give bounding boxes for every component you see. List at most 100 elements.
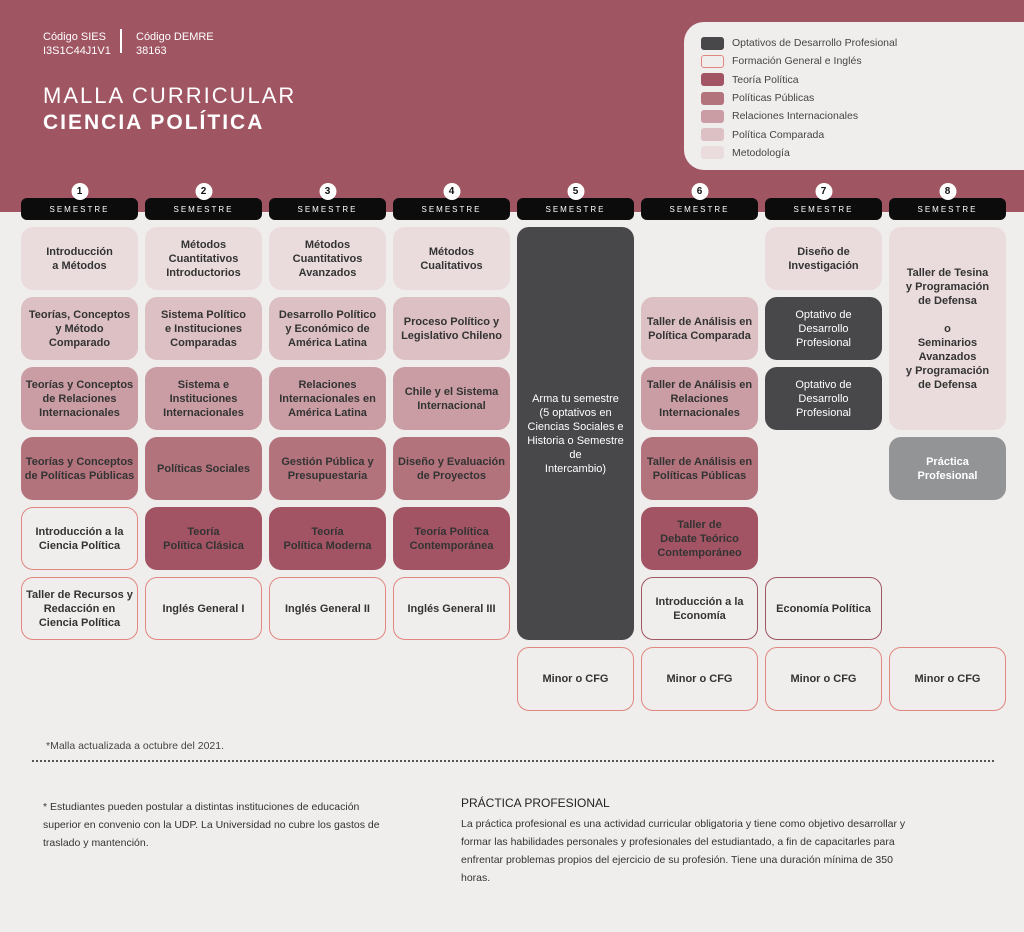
course-card: Introducción a Métodos xyxy=(21,227,138,290)
demre-label: Código DEMRE xyxy=(136,31,214,43)
page-title: MALLA CURRICULAR xyxy=(43,83,297,108)
course-card: Minor o CFG xyxy=(765,647,882,711)
legend-swatch xyxy=(701,128,724,142)
course-card: Teoría Política Contemporánea xyxy=(393,507,510,570)
semester-number: 5 xyxy=(567,183,584,200)
course-card: Inglés General III xyxy=(393,577,510,640)
semester-label: SEMESTRE xyxy=(49,204,110,214)
course-card: Inglés General II xyxy=(269,577,386,640)
course-card: Práctica Profesional xyxy=(889,437,1006,500)
course-card: Teorías, Conceptos y Método Comparado xyxy=(21,297,138,360)
practice-text: La práctica profesional es una actividad… xyxy=(461,818,906,884)
course-card: Desarrollo Político y Económico de Améri… xyxy=(269,297,386,360)
sies-label: Código SIES xyxy=(43,31,106,43)
course-card: Taller de Tesina y Programación de Defen… xyxy=(889,227,1006,430)
semester-label: SEMESTRE xyxy=(917,204,978,214)
course-card: Métodos Cuantitativos Avanzados xyxy=(269,227,386,290)
course-card: Economía Política xyxy=(765,577,882,640)
course-card: Taller de Análisis en Política Comparada xyxy=(641,297,758,360)
legend-item: Políticas Públicas xyxy=(701,89,1024,107)
legend-label: Optativos de Desarrollo Profesional xyxy=(732,37,898,50)
legend-swatch xyxy=(701,73,724,87)
course-card: Taller de Análisis en Relaciones Interna… xyxy=(641,367,758,430)
course-card: Teoría Política Moderna xyxy=(269,507,386,570)
course-card: Teorías y Conceptos de Políticas Pública… xyxy=(21,437,138,500)
course-card: Métodos Cuantitativos Introductorios xyxy=(145,227,262,290)
semester-number: 3 xyxy=(319,183,336,200)
semester-number: 8 xyxy=(939,183,956,200)
course-card: Gestión Pública y Presupuestaria xyxy=(269,437,386,500)
course-card: Sistema Político e Instituciones Compara… xyxy=(145,297,262,360)
semester-label: SEMESTRE xyxy=(793,204,854,214)
exchange-note: * Estudiantes pueden postular a distinta… xyxy=(43,801,380,849)
legend-item: Política Comparada xyxy=(701,125,1024,143)
legend-label: Formación General e Inglés xyxy=(732,55,862,68)
legend-item: Metodología xyxy=(701,144,1024,162)
course-card: Teoría Política Clásica xyxy=(145,507,262,570)
course-card: Sistema e Instituciones Internacionales xyxy=(145,367,262,430)
course-card: Minor o CFG xyxy=(641,647,758,711)
legend-label: Metodología xyxy=(732,146,790,159)
semester-number: 2 xyxy=(195,183,212,200)
course-card: Chile y el Sistema Internacional xyxy=(393,367,510,430)
legend-label: Teoría Política xyxy=(732,73,799,86)
code-divider xyxy=(120,29,122,53)
course-card: Taller de Debate Teórico Contemporáneo xyxy=(641,507,758,570)
legend-swatch xyxy=(701,146,724,160)
legend-label: Política Comparada xyxy=(732,128,825,141)
course-card: Diseño de Investigación xyxy=(765,227,882,290)
sies-code: Código SIES I3S1C44J1V1 xyxy=(43,30,111,58)
semester-label: SEMESTRE xyxy=(421,204,482,214)
course-card: Métodos Cualitativos xyxy=(393,227,510,290)
course-card: Teorías y Conceptos de Relaciones Intern… xyxy=(21,367,138,430)
course-card: Taller de Análisis en Políticas Públicas xyxy=(641,437,758,500)
course-card: Inglés General I xyxy=(145,577,262,640)
course-card: Taller de Recursos y Redacción en Cienci… xyxy=(21,577,138,640)
legend-swatch xyxy=(701,36,724,50)
course-card: Proceso Político y Legislativo Chileno xyxy=(393,297,510,360)
legend-swatch xyxy=(701,109,724,123)
course-card: Arma tu semestre (5 optativos en Ciencia… xyxy=(517,227,634,640)
demre-value: 38163 xyxy=(136,45,167,57)
legend-item: Teoría Política xyxy=(701,71,1024,89)
course-card: Introducción a la Economía xyxy=(641,577,758,640)
semester-label: SEMESTRE xyxy=(297,204,358,214)
semester-number: 4 xyxy=(443,183,460,200)
semester-label: SEMESTRE xyxy=(669,204,730,214)
course-card: Minor o CFG xyxy=(889,647,1006,711)
legend-swatch xyxy=(701,91,724,105)
course-card: Relaciones Internacionales en América La… xyxy=(269,367,386,430)
update-note: *Malla actualizada a octubre del 2021. xyxy=(46,740,225,752)
course-card: Optativo de Desarrollo Profesional xyxy=(765,297,882,360)
course-card: Optativo de Desarrollo Profesional xyxy=(765,367,882,430)
semester-label: SEMESTRE xyxy=(545,204,606,214)
legend-swatch xyxy=(701,54,724,68)
course-card: Minor o CFG xyxy=(517,647,634,711)
practice-title: PRÁCTICA PROFESIONAL xyxy=(461,796,610,810)
semester-label: SEMESTRE xyxy=(173,204,234,214)
sies-value: I3S1C44J1V1 xyxy=(43,45,111,57)
course-card: Diseño y Evaluación de Proyectos xyxy=(393,437,510,500)
dotted-divider xyxy=(32,760,994,762)
legend-item: Relaciones Internacionales xyxy=(701,107,1024,125)
legend-item: Formación General e Inglés xyxy=(701,52,1024,70)
course-card: Políticas Sociales xyxy=(145,437,262,500)
course-card: Introducción a la Ciencia Política xyxy=(21,507,138,570)
demre-code: Código DEMRE 38163 xyxy=(136,30,214,58)
legend-label: Relaciones Internacionales xyxy=(732,110,859,123)
program-title: CIENCIA POLÍTICA xyxy=(43,111,265,134)
semester-number: 1 xyxy=(71,183,88,200)
semester-number: 6 xyxy=(691,183,708,200)
semester-number: 7 xyxy=(815,183,832,200)
legend-item: Optativos de Desarrollo Profesional xyxy=(701,34,1024,52)
